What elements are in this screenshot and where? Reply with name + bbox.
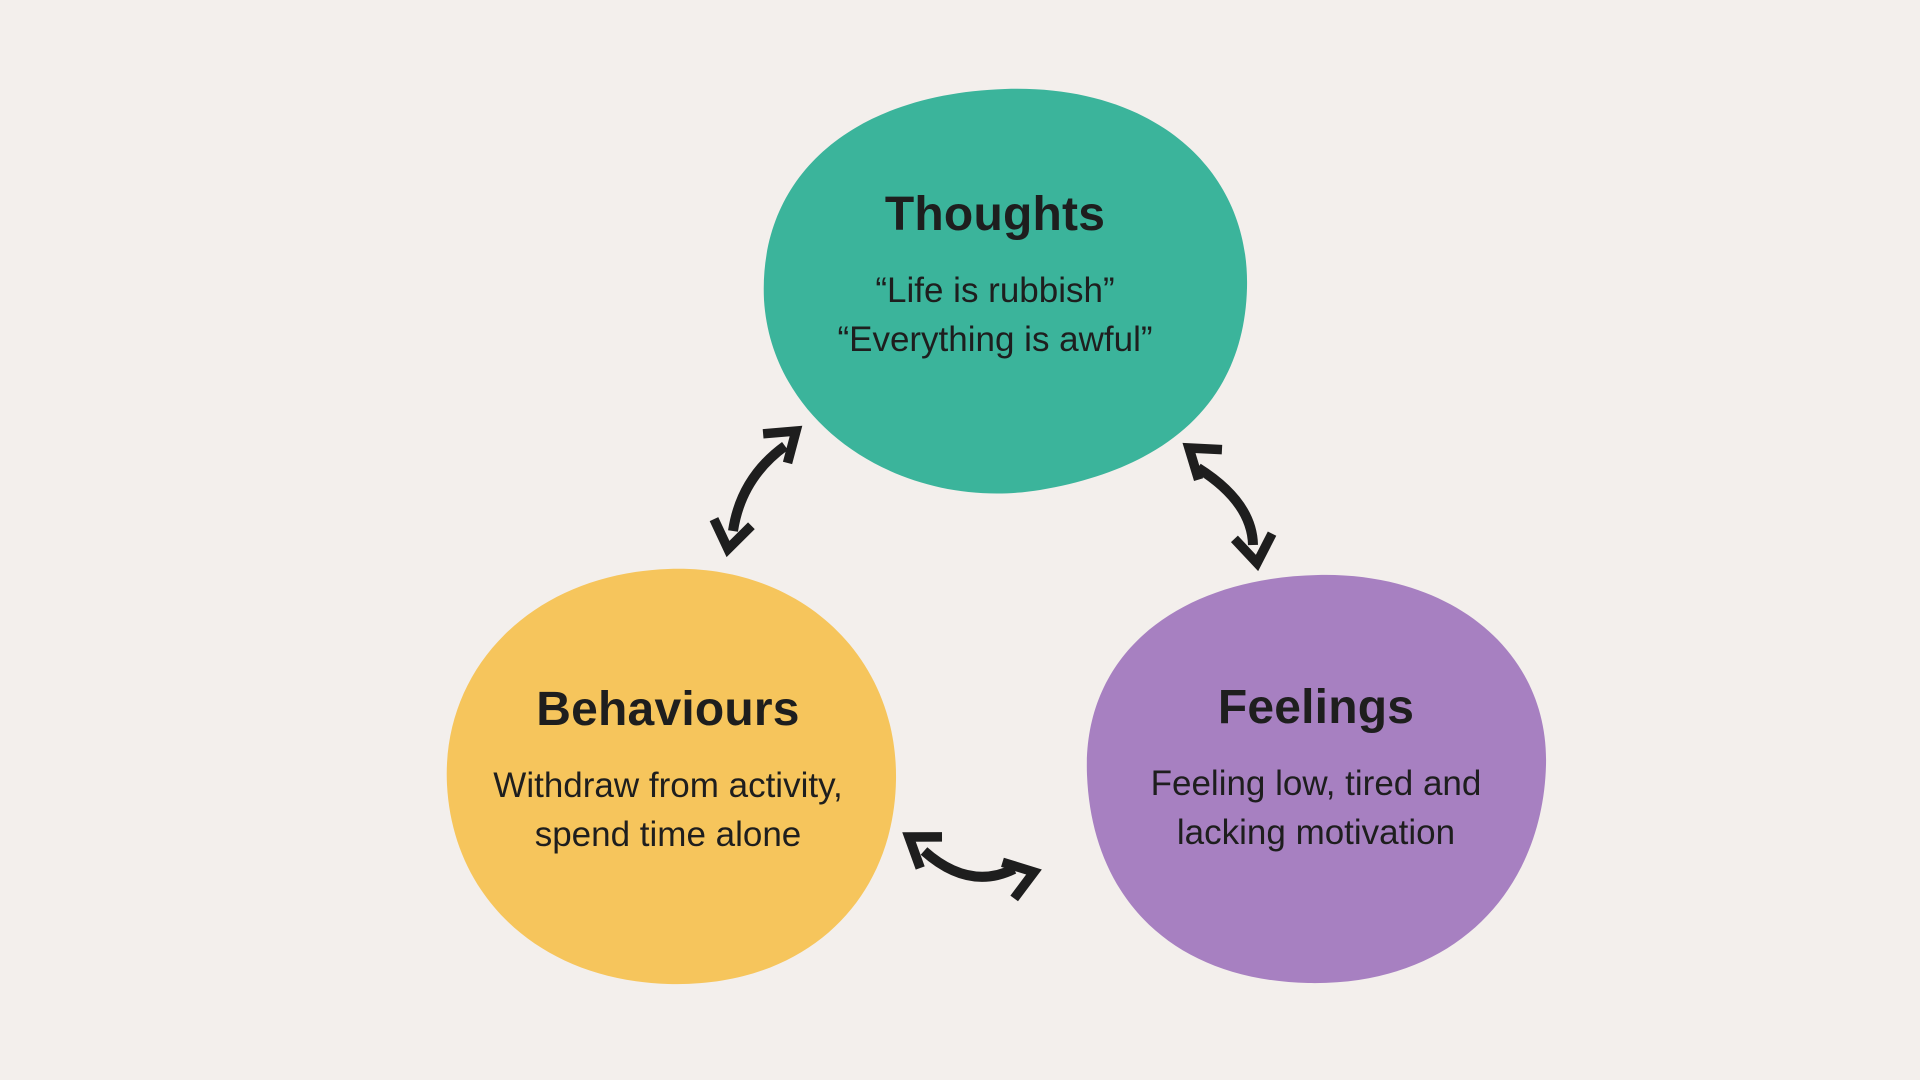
arrow-behaviours-feelings	[902, 832, 1042, 902]
arrow-thoughts-behaviours	[709, 425, 803, 558]
feelings-line-2: lacking motivation	[1176, 813, 1456, 852]
feelings-title: Feelings	[1217, 681, 1415, 734]
arrowhead-down-icon	[1230, 531, 1277, 572]
arrow-shaft	[920, 847, 1017, 882]
behaviours-line-2: spend time alone	[534, 815, 802, 854]
thoughts-title: Thoughts	[884, 188, 1106, 241]
feelings-blob	[1086, 574, 1547, 984]
arrowhead-left-icon	[902, 832, 943, 870]
thoughts-quote-2: “Everything is awful”	[837, 320, 1153, 359]
thoughts-blob	[763, 88, 1248, 494]
arrow-shaft	[728, 441, 788, 532]
arrowhead-up-icon	[762, 425, 803, 465]
arrowhead-down-icon	[709, 517, 755, 558]
behaviours-line-1: Withdraw from activity,	[493, 766, 843, 805]
feelings-node: Feelings Feeling low, tired and lacking …	[1066, 684, 1566, 857]
arrowhead-up-icon	[1182, 442, 1223, 481]
behaviours-node: Behaviours Withdraw from activity, spend…	[418, 686, 918, 859]
feelings-line-1: Feeling low, tired and	[1150, 764, 1482, 803]
thoughts-node: Thoughts “Life is rubbish” “Everything i…	[745, 191, 1245, 364]
arrow-thoughts-feelings	[1182, 442, 1277, 572]
thoughts-quote-1: “Life is rubbish”	[875, 271, 1115, 310]
arrowhead-right-icon	[1001, 857, 1042, 902]
arrow-shaft	[1195, 463, 1258, 546]
behaviours-blob	[446, 568, 897, 985]
behaviours-title: Behaviours	[536, 683, 800, 736]
